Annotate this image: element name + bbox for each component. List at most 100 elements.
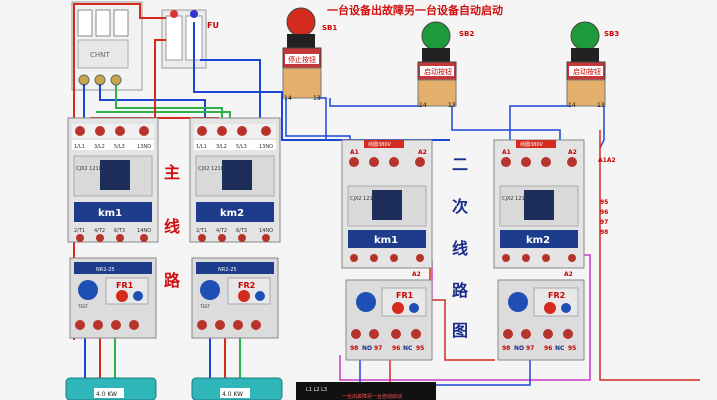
fr2-model: NR2-25 (218, 267, 237, 273)
main-circuit-char-2: 线 (164, 217, 180, 236)
fr2c-t95: 95 (568, 345, 576, 352)
motor-1: 4.0 KW (65, 377, 157, 400)
fr2c-tNO: NO (514, 345, 524, 352)
km1-top-term-4: 13NO (137, 144, 151, 150)
breaker-brand: CHNT (90, 51, 110, 59)
fr2-name: FR2 (238, 281, 255, 290)
sb2-term-13: 13 (448, 102, 456, 109)
km2c-coil: 线圈380V (520, 141, 544, 148)
km2c-brand: CJX2 1210 (502, 196, 528, 202)
relay-fr2-control: FR2 98 NO 97 96 NC 95 (497, 279, 585, 361)
km2c-name: km2 (526, 235, 550, 246)
secondary-char-1: 二 (452, 155, 468, 174)
contactor-km2-main: 1/L1 3/L2 5/L3 13NO CJX2 1210 km2 2/T1 4… (189, 117, 281, 243)
sb1-label: SB1 (322, 24, 337, 32)
diagram-title: 一台设备出故障另一台设备自动启动 (327, 3, 503, 17)
km1-name: km1 (98, 208, 122, 219)
km1c-a2-side: A2 (412, 271, 421, 278)
km1c-name: km1 (374, 235, 398, 246)
km2c-a2: A2 (568, 149, 577, 156)
secondary-char-5: 图 (452, 321, 468, 340)
fuse-block: FU (161, 9, 219, 69)
km2-brand: CJX2 1210 (198, 166, 224, 172)
main-circuit-char-3: 路 (164, 271, 181, 290)
km2-name: km2 (220, 208, 244, 219)
contactor-km1-control: 线圈380V A1 A2 CJX2 1210 km1 A2 (341, 139, 433, 278)
fr2c-tNC: NC (555, 345, 565, 352)
main-circuit-char-1: 主 (164, 163, 180, 182)
km2-bottom-term-3: 6/T3 (236, 228, 247, 234)
km2c-a2-side: A2 (564, 271, 573, 278)
sb3-text: 启动按钮 (573, 67, 601, 76)
side-label-96: 96 (600, 209, 608, 216)
secondary-char-4: 路 (452, 281, 469, 300)
mini-schematic: L1 L2 L3 一台出故障另一台自动启动 (296, 382, 436, 400)
fr2c-t96: 96 (544, 345, 552, 352)
mini-schematic-caption: 一台出故障另一台自动启动 (342, 393, 402, 400)
secondary-char-3: 线 (452, 239, 468, 258)
sb3-label: SB3 (604, 30, 619, 38)
sb2-button: SB2 启动按钮 14 13 (417, 21, 474, 109)
km1-top-term-1: 1/L1 (74, 144, 85, 150)
km2-bottom-term-4: 14NO (259, 228, 273, 234)
sb2-term-14: 14 (419, 102, 427, 109)
sb3-term-13: 13 (597, 102, 605, 109)
secondary-char-2: 次 (452, 197, 468, 216)
fr1c-t97: 97 (374, 345, 382, 352)
fr1c-name: FR1 (396, 291, 414, 300)
km1c-a1: A1 (350, 149, 359, 156)
circuit-breaker: CHNT (71, 1, 143, 91)
km2-top-term-4: 13NO (259, 144, 273, 150)
fuse-label: FU (207, 21, 219, 30)
fr2c-name: FR2 (548, 291, 565, 300)
km2-top-term-1: 1/L1 (196, 144, 207, 150)
km2-top-term-2: 3/L2 (216, 144, 227, 150)
sb3-term-14: 14 (568, 102, 576, 109)
fr1c-t95: 95 (416, 345, 424, 352)
fr1-model: NR2-25 (96, 267, 115, 273)
km1c-brand: CJX2 1210 (350, 196, 376, 202)
fr2c-t98: 98 (502, 345, 510, 352)
km2-top-term-3: 5/L3 (236, 144, 247, 150)
sb1-text: 停止按钮 (288, 55, 316, 64)
sb1-term-13: 13 (313, 95, 321, 102)
sb2-label: SB2 (459, 30, 474, 38)
km1-top-term-3: 5/L3 (114, 144, 125, 150)
fr1c-t98: 98 (350, 345, 358, 352)
fr1c-t96: 96 (392, 345, 400, 352)
sb3-button: SB3 启动按钮 14 13 (566, 21, 619, 109)
mini-schematic-terms: L1 L2 L3 (306, 387, 327, 393)
motor-1-label: 4.0 KW (96, 391, 117, 398)
motor-2: 4.0 KW (191, 377, 283, 400)
contactor-km1-main: 1/L1 3/L2 5/L3 13NO CJX2 1210 km1 2/T1 4… (67, 117, 159, 243)
km2-bottom-term-2: 4/T2 (216, 228, 227, 234)
fr2-test-label: TEST (199, 304, 211, 309)
km1c-a2: A2 (418, 149, 427, 156)
km1-bottom-term-3: 6/T3 (114, 228, 125, 234)
side-label-98: 98 (600, 229, 608, 236)
relay-fr1-main: NR2-25 FR1 TEST (69, 257, 157, 339)
fr1-test-label: TEST (77, 304, 89, 309)
km1-bottom-term-1: 2/T1 (74, 228, 85, 234)
sb2-text: 启动按钮 (424, 67, 452, 76)
fr1c-tNC: NC (403, 345, 413, 352)
km1-bottom-term-2: 4/T2 (94, 228, 105, 234)
motor-2-label: 4.0 KW (222, 391, 243, 398)
fr1c-tNO: NO (362, 345, 372, 352)
relay-fr1-control: FR1 98 NO 97 96 NC 95 (345, 279, 433, 361)
side-label-95: 95 (600, 199, 608, 206)
side-label-97: 97 (600, 219, 608, 226)
km1-brand: CJX2 1210 (76, 166, 102, 172)
sb1-button: SB1 停止按钮 14 13 (282, 7, 337, 102)
fr2c-t97: 97 (526, 345, 534, 352)
side-label-a1a2: A1A2 (598, 157, 616, 164)
contactor-km2-control: 线圈380V A1 A2 CJX2 1210 km2 A2 (493, 139, 585, 278)
km1-top-term-2: 3/L2 (94, 144, 105, 150)
km1-bottom-term-4: 14NO (137, 228, 151, 234)
km2c-a1: A1 (502, 149, 511, 156)
km2-bottom-term-1: 2/T1 (196, 228, 207, 234)
fr1-name: FR1 (116, 281, 134, 290)
km1c-coil: 线圈380V (368, 141, 392, 148)
sb1-term-14: 14 (284, 95, 292, 102)
